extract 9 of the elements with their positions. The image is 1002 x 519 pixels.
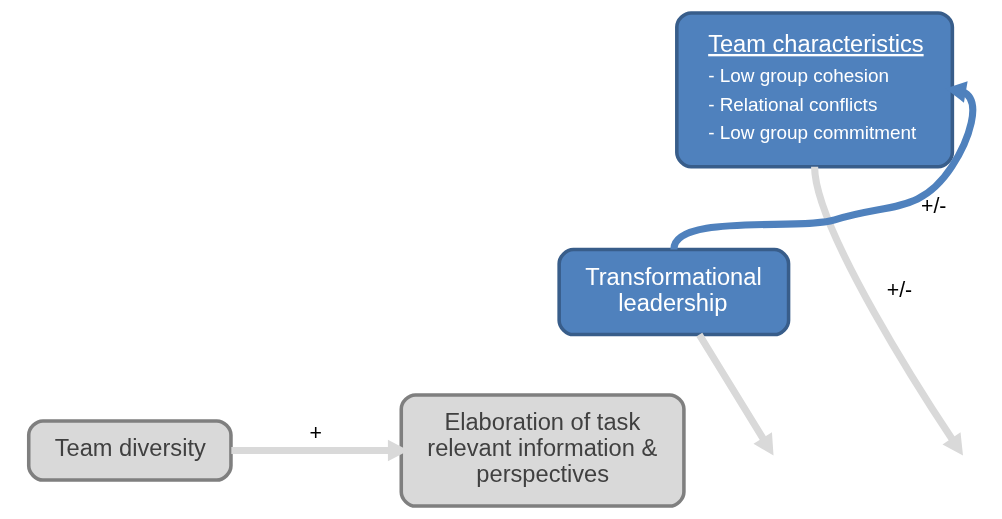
node-box: Transformational leadership (557, 247, 791, 337)
node-box: Team diversity (26, 419, 233, 482)
node-box: Team characteristics - Low group cohesion - Relational conflicts - Low group commitment (675, 11, 955, 169)
edge-label: +/- (886, 278, 913, 303)
edge-label: + (309, 421, 323, 446)
arrow (696, 332, 774, 456)
arrow (811, 166, 964, 456)
edge-label: +/- (921, 194, 947, 219)
node-box: Elaboration of task relevant information & perspectives (399, 393, 686, 508)
